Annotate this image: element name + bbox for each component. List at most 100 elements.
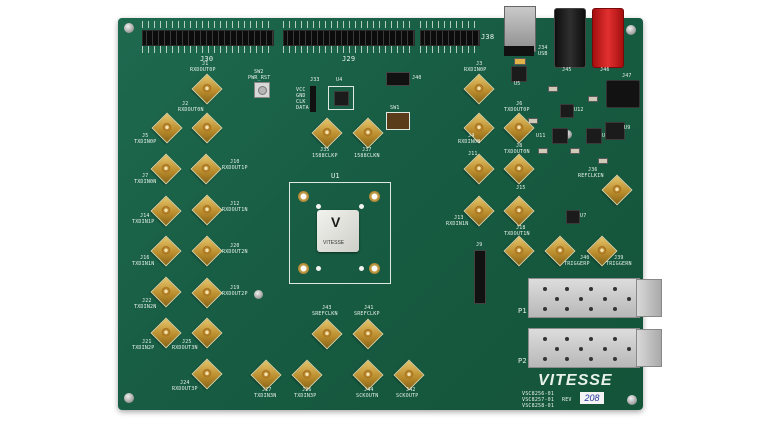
chip-u12-label: U12 (574, 107, 584, 113)
dc-barrel-jack[interactable] (606, 80, 640, 108)
sma-connector-j43[interactable] (311, 318, 343, 350)
chip-u5 (511, 66, 527, 82)
sma-connector-j14[interactable] (150, 195, 182, 227)
connector-name: RXDOUT0N (178, 107, 204, 113)
header-j38-label: J38 (481, 33, 495, 41)
sma-connector-j1[interactable] (191, 73, 223, 105)
connector-ref: J13 (454, 215, 464, 221)
usb-connector-base (504, 46, 534, 56)
sma-connector-j42[interactable] (393, 359, 425, 391)
sfp-p2-label: P2 (518, 357, 527, 365)
mounting-screw-icon (124, 23, 134, 33)
sma-connector-j10[interactable] (190, 153, 222, 185)
chip-u11 (552, 128, 568, 144)
mounting-hole (298, 191, 309, 202)
mounting-hole (369, 191, 380, 202)
variant-label: VSC8256-01 (522, 391, 555, 397)
mounting-screw-icon (124, 393, 134, 403)
sma-connector-j12[interactable] (191, 194, 223, 226)
connector-ref: J19 (230, 285, 240, 291)
connector-ref: J1 (202, 61, 209, 67)
header-j33[interactable] (310, 86, 316, 112)
banana-jack-black[interactable] (554, 8, 586, 68)
connector-ref: J44 (364, 387, 374, 393)
connector-name: TXDOUT0P (504, 107, 530, 113)
sma-connector-j27[interactable] (250, 359, 282, 391)
connector-ref: J16 (140, 255, 150, 261)
connector-ref: J12 (230, 201, 240, 207)
header-pin-labels (142, 21, 272, 28)
sfp-cage-p2[interactable] (528, 328, 640, 368)
sma-connector-j20[interactable] (191, 235, 223, 267)
connector-ref: J42 (406, 387, 416, 393)
connector-ref: J26 (302, 387, 312, 393)
connector-ref: J11 (468, 151, 478, 157)
chip-u1: V VITESSE (317, 210, 359, 252)
header-j40[interactable] (386, 72, 410, 86)
connector-ref: J3 (476, 61, 483, 67)
sma-connector-j22[interactable] (150, 276, 182, 308)
sma-connector-j19[interactable] (191, 277, 223, 309)
chip-u1-label: U1 (331, 172, 340, 180)
evaluation-board-pcb: J30 J29 J38 J34 USB J45 J46 J47 U5 U12 U… (118, 6, 662, 410)
sma-connector-j15[interactable] (503, 195, 535, 227)
connector-name: TXDIN1P (132, 219, 155, 225)
connector-name: RXDOUT3P (172, 386, 198, 392)
sma-connector-j16[interactable] (150, 235, 182, 267)
connector-name: RXDOUT2P (222, 291, 248, 297)
dip-switch-sw1[interactable] (386, 112, 410, 130)
banana-jack-red[interactable] (592, 8, 624, 68)
connector-ref: J22 (142, 298, 152, 304)
via (316, 266, 321, 271)
header-pin-labels (142, 46, 272, 53)
sma-connector-j18[interactable] (503, 235, 535, 267)
j33-pin-label: DATA (296, 105, 309, 111)
sma-connector-j5[interactable] (151, 112, 183, 144)
sw1-label: SW1 (390, 105, 400, 111)
sfp-p2-bezel (636, 329, 662, 367)
header-pin-labels (283, 46, 413, 53)
sma-connector-j8[interactable] (503, 153, 535, 185)
sma-connector-j11[interactable] (463, 153, 495, 185)
connector-name: RXDIN0N (458, 139, 481, 145)
vitesse-logo-icon: V (331, 214, 341, 230)
connector-name: TXDIN2N (134, 304, 157, 310)
chip-u9 (605, 122, 625, 140)
sw2-label: SW2 (254, 69, 264, 75)
via (359, 204, 364, 209)
header-j38[interactable] (420, 30, 480, 46)
header-pin-labels (283, 21, 413, 28)
sma-connector-j24[interactable] (191, 358, 223, 390)
header-j9[interactable] (474, 250, 486, 304)
header-j33-label: J33 (310, 77, 320, 83)
connector-ref: J10 (230, 159, 240, 165)
connector-ref: J20 (230, 243, 240, 249)
rev-sticker: 208 (580, 392, 604, 404)
sfp-p1-bezel (636, 279, 662, 317)
vitesse-brand-logo: VITESSE (538, 372, 613, 389)
sma-connector-j2[interactable] (191, 112, 223, 144)
sma-connector-j3[interactable] (463, 73, 495, 105)
sma-connector-j44[interactable] (352, 359, 384, 391)
sma-connector-j21[interactable] (150, 317, 182, 349)
connector-name: SREFCLKP (354, 311, 380, 317)
connector-name: SCKOUTP (396, 393, 419, 399)
sma-connector-j25[interactable] (191, 317, 223, 349)
header-j30[interactable] (142, 30, 274, 46)
sfp-cage-p1[interactable] (528, 278, 640, 318)
sma-connector-j26[interactable] (291, 359, 323, 391)
sma-connector-j36[interactable] (601, 174, 633, 206)
dc-jack-label: J47 (622, 73, 632, 79)
connector-name: RXDOUT1P (222, 165, 248, 171)
rev-label: REV (562, 397, 572, 403)
sma-connector-j37[interactable] (352, 117, 384, 149)
header-j29[interactable] (283, 30, 415, 46)
connector-name: RXDOUT0P (190, 67, 216, 73)
pwr-rst-button-cap[interactable] (258, 86, 267, 95)
header-pin-labels (420, 46, 478, 53)
variant-label: VSC8258-01 (522, 403, 555, 409)
connector-ref: J7 (142, 173, 149, 179)
sma-connector-j41[interactable] (352, 318, 384, 350)
sma-connector-j35[interactable] (311, 117, 343, 149)
connector-name: TXDIN0P (134, 139, 157, 145)
